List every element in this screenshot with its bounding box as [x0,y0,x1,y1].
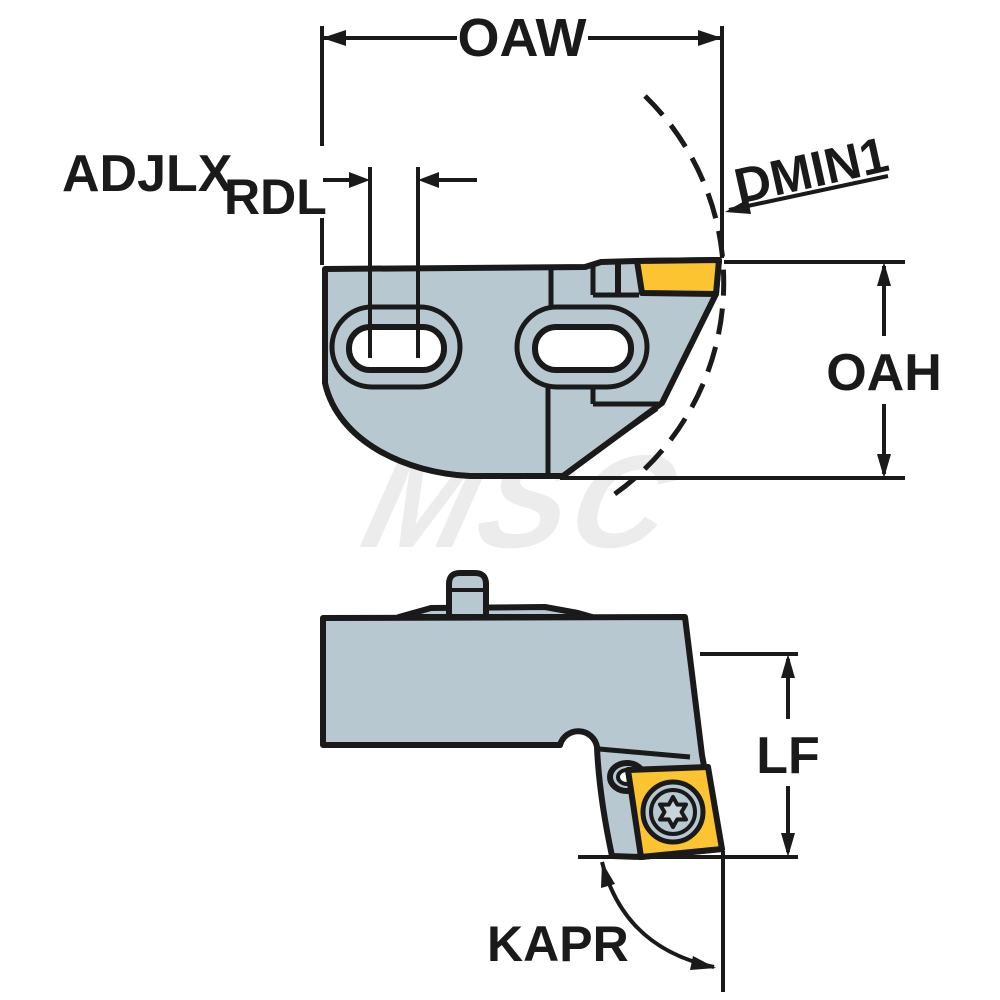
dmin-bore-dashed-arc [604,94,727,503]
adjlx-label: ADJLX [62,145,233,203]
right-slot-hole [532,324,634,373]
dmin1-arrow [725,199,751,214]
dmin1-dimension: DMIN1 [725,126,893,215]
lf-arrow-down [781,833,795,857]
lf-label: LF [756,727,820,785]
kapr-arrow-start [601,862,615,888]
lf-dimension: LF [578,652,820,859]
side-view: LF KAPR [320,570,820,992]
pocket-line [568,407,659,472]
oaw-dimension: OAW [320,8,724,265]
adjlx-rdl-dimension: ADJLX RDL [62,145,477,358]
insert-top-view [634,257,722,297]
screw-ring [649,788,697,836]
locating-peg [446,570,489,620]
left-slot-hole [346,324,447,373]
oaw-label: OAW [458,8,587,68]
dmin1-leader-line [728,174,889,212]
kapr-arrow-end [690,956,716,970]
torx-screw [640,779,706,845]
oah-arrow-down [877,454,891,478]
oah-arrow-up [877,262,891,286]
torx-star [658,795,688,829]
mounting-slots [329,304,650,390]
dmin1-label: DMIN1 [729,126,893,214]
kapr-label: KAPR [487,916,629,972]
head-step-line [598,746,691,760]
right-slot-counterbore [514,304,650,390]
oah-label: OAH [826,344,942,402]
lf-arrow-up [781,654,795,678]
left-slot-counterbore [329,304,463,390]
oaw-arrow-right [698,30,722,46]
rdl-arrow-left [349,172,370,188]
kapr-dimension: KAPR [487,851,725,992]
rdl-arrow-right [418,172,439,188]
oaw-arrow-left [322,30,346,46]
rdl-label: RDL [224,169,327,225]
oah-dimension: OAH [560,260,942,480]
top-view: OAW ADJLX RDL DMIN1 OAH [62,8,942,503]
